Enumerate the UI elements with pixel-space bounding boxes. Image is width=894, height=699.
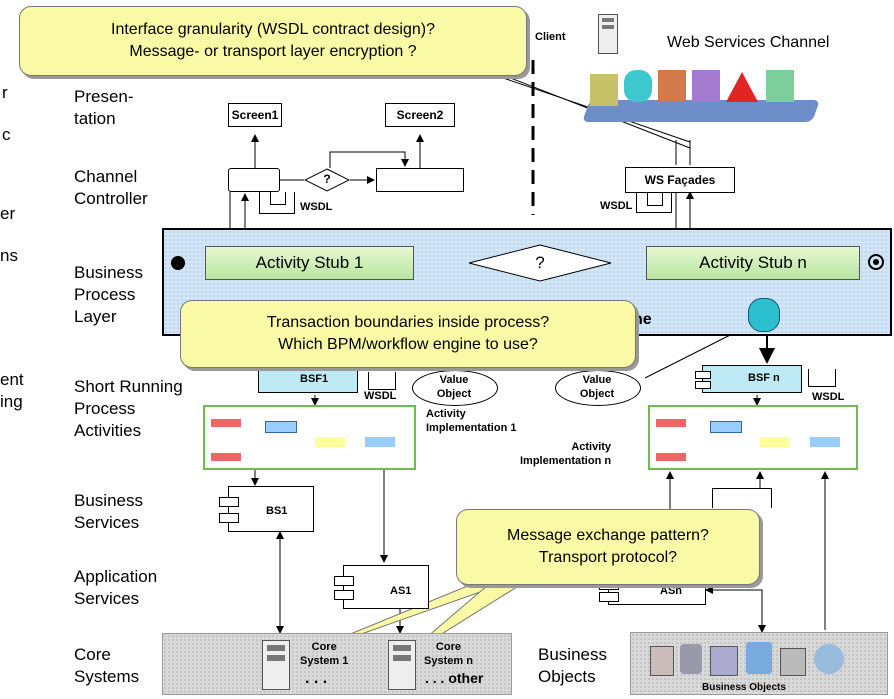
bsfn-component: [695, 365, 802, 393]
core-system-n-label: Core System n: [424, 641, 473, 667]
activity-implementation-1-label: Activity Implementation 1: [426, 408, 517, 434]
wsdl-icon-bsf1: [368, 372, 396, 390]
callout-middle-line-1: Transaction boundaries inside process?: [266, 314, 550, 331]
value-object-2-label: Value Object: [579, 374, 615, 400]
wsdl-facades-icon: [636, 193, 672, 213]
core-system-1-label: Core System 1: [300, 641, 349, 667]
layer-application-services: Application Services: [74, 567, 158, 608]
core-dots-1: . . .: [305, 670, 328, 687]
callout-bottom-line-2: Transport protocol?: [538, 549, 678, 566]
business-objects-caption: Business Objects: [702, 682, 786, 693]
value-object-1-label: Value Object: [436, 374, 472, 400]
ws-facades-box: WS Façades: [625, 167, 735, 193]
value-object-1: [412, 370, 498, 406]
callout-bottom-line-1: Message exchange pattern?: [507, 527, 709, 544]
activity-stub-n: Activity Stub n: [646, 246, 860, 280]
activity-stub-1: Activity Stub 1: [205, 246, 414, 280]
wsdl-label-channel: WSDL: [300, 201, 333, 213]
decision-label-channel: ?: [323, 172, 331, 186]
layer-channel-controller: Channel Controller: [74, 167, 148, 208]
web-services-icons: [581, 62, 821, 126]
wsdl-interface-icon: [259, 192, 295, 214]
activity-implementation-n-diagram: [648, 405, 858, 470]
screen2-box: Screen2: [385, 103, 455, 127]
layer-business-process: Business Process Layer: [74, 263, 143, 326]
callout-middle-line-2: Which BPM/workflow engine to use?: [278, 336, 538, 353]
layer-short-running: Short Running Process Activities: [74, 377, 183, 440]
wsdl-label-bsfn: WSDL: [812, 391, 845, 403]
core-dots-other: . . . other: [425, 670, 484, 686]
business-objects-icons: [650, 638, 870, 678]
callout-transaction-boundaries: Transaction boundaries inside process? W…: [180, 300, 636, 368]
screen1-box: Screen1: [228, 103, 282, 127]
bsf1-label: BSF1: [300, 373, 329, 385]
layer-core-systems: Core Systems: [74, 645, 140, 686]
wsdl-label-bsf1: WSDL: [364, 390, 397, 402]
bs1-component: [219, 486, 314, 532]
controller-box-right: [376, 168, 464, 192]
as1-label: AS1: [390, 585, 412, 597]
activity-implementation-n-label: Activity Implementation n: [520, 441, 612, 467]
left-fragment-4: ns: [0, 246, 18, 265]
core-systems-area: [162, 633, 512, 695]
layer-business-services: Business Services: [74, 491, 143, 532]
callout-message-exchange: Message exchange pattern? Transport prot…: [456, 509, 760, 585]
left-fragment-6: ing: [0, 392, 23, 411]
callout-interface-granularity: Interface granularity (WSDL contract des…: [19, 6, 527, 76]
bsfn-label: BSF n: [748, 372, 780, 384]
core-system-n-server-icon: [388, 640, 416, 690]
left-fragment-5: ent: [0, 370, 24, 389]
asn-label: ASn: [660, 585, 682, 597]
core-system-1-server-icon: [262, 640, 290, 690]
left-fragment-2: c: [2, 125, 11, 144]
process-component-icon: [748, 298, 780, 332]
client-label: Client: [535, 31, 566, 43]
layer-presentation: Presen- tation: [74, 87, 134, 128]
engine-label-fragment: ne: [633, 311, 652, 328]
web-services-channel-label: Web Services Channel: [667, 34, 830, 51]
decision-diamond-channel: ?: [303, 168, 351, 192]
value-object-2: [555, 370, 641, 406]
callout-top-line-2: Message- or transport layer encryption ?: [129, 43, 417, 60]
left-fragment-3: er: [0, 204, 16, 223]
callout-top-line-1: Interface granularity (WSDL contract des…: [111, 21, 435, 38]
decision-diamond-process: ?: [468, 244, 612, 282]
bs1-label: BS1: [266, 505, 288, 517]
end-node: [868, 254, 884, 270]
activity-implementation-1-diagram: [203, 405, 416, 470]
left-fragment-1: r: [2, 83, 8, 102]
start-node: [171, 256, 185, 270]
bsn-component: [712, 488, 772, 508]
controller-box-left: [228, 168, 280, 192]
wsdl-icon-bsfn: [808, 369, 836, 387]
business-objects-label: Business Objects: [538, 645, 607, 686]
decision-label-process: ?: [535, 253, 545, 272]
wsdl-label-facades: WSDL: [600, 200, 633, 212]
client-server-icon: [598, 14, 618, 54]
as1-component: [334, 565, 429, 609]
